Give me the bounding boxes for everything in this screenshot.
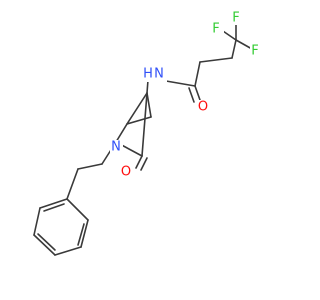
amide-h-label: H — [143, 67, 153, 82]
bond-ring-c4-c5 — [126, 116, 152, 125]
bond-phenyl-inner-1 — [77, 223, 85, 246]
bond-phenyl-4 — [33, 234, 56, 256]
ring-nitrogen-atom: N — [110, 140, 123, 155]
fluorine-label-right: F — [251, 44, 258, 59]
fluorine-label-left: F — [212, 22, 219, 37]
fluorine-atom-right: F — [250, 44, 262, 59]
bond-phenyl-inner-2 — [37, 233, 56, 251]
bond-carbonyl-o-1 — [194, 85, 201, 101]
bond-ch2-ch2 — [199, 57, 233, 63]
bond-carbonyl-nh — [165, 80, 196, 87]
amide-nh-atom: H N — [141, 66, 167, 82]
amide-n-label: N — [154, 67, 164, 82]
bond-cf3-ch2 — [231, 39, 237, 59]
fluorine-atom-left: F — [212, 22, 224, 37]
ring-oxygen-atom: O — [119, 165, 133, 180]
bond-phenyl-3 — [54, 246, 82, 256]
bond-phenyl-2 — [80, 219, 89, 248]
bond-ring-c2-c3 — [141, 92, 148, 157]
amide-oxygen-label: O — [198, 100, 208, 115]
fluorine-label-top: F — [232, 11, 239, 26]
bond-nh-ring — [146, 79, 149, 94]
bond-ring-co-1 — [135, 155, 143, 169]
amide-oxygen-atom: O — [197, 100, 210, 115]
bond-ring-c5-n — [115, 123, 128, 143]
bond-ch2-ch2-c — [66, 168, 79, 200]
bond-cf3-f-right — [235, 39, 253, 50]
bond-phenyl-5 — [33, 207, 41, 236]
molecule-diagram: F F F O H N N O — [33, 10, 262, 256]
bond-phenyl-6 — [39, 198, 68, 209]
bond-ring-c3-c4 — [146, 92, 152, 118]
ring-nitrogen-label: N — [111, 140, 121, 155]
ring-oxygen-label: O — [121, 165, 131, 180]
bond-ring-co-2 — [140, 157, 148, 171]
bond-ch2-ch2-b — [77, 163, 103, 170]
bond-phenyl-1 — [66, 198, 89, 221]
bonds — [33, 22, 253, 256]
bond-phenyl-inner-3 — [43, 203, 65, 212]
atom-labels: F F F O H N N O — [110, 11, 262, 180]
fluorine-atom-top: F — [230, 11, 242, 26]
bond-ring-c3-c4b — [126, 92, 148, 125]
bond-ch2-carbonyl — [194, 61, 201, 87]
bond-carbonyl-o-2 — [188, 87, 195, 103]
